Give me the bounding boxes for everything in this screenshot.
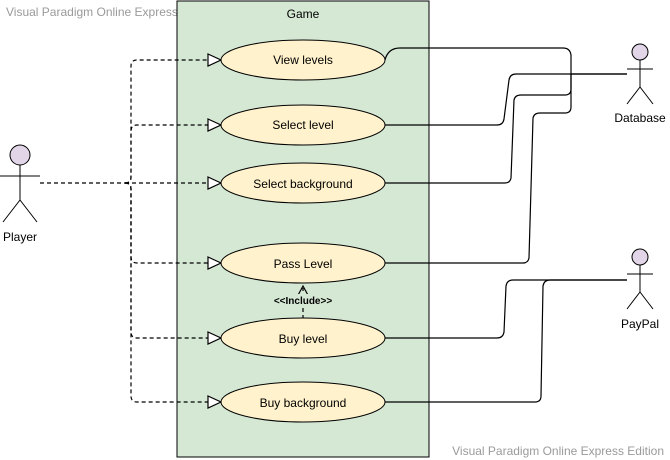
include-label: <<Include>> <box>274 296 333 307</box>
actor-player[interactable]: Player <box>0 144 40 244</box>
use-case-pass-level[interactable]: Pass Level <box>220 242 386 284</box>
actor-player-label: Player <box>3 230 37 244</box>
system-boundary <box>176 0 430 458</box>
database-connectors <box>384 47 627 264</box>
use-case-buy-background[interactable]: Buy background <box>220 381 386 423</box>
use-case-select-level[interactable]: Select level <box>220 104 386 146</box>
actor-paypal-left-leg <box>626 291 641 310</box>
arrowhead-select-background <box>207 176 223 190</box>
include-arrowhead <box>296 284 310 298</box>
arrowhead-buy-level <box>207 331 223 345</box>
arrowhead-buy-background <box>207 395 223 409</box>
use-case-label: Select background <box>253 177 352 191</box>
actor-player-head <box>9 144 31 166</box>
use-case-label: Buy background <box>260 396 347 410</box>
actor-paypal-label: PayPal <box>621 317 659 331</box>
actor-database[interactable]: Database <box>614 43 666 125</box>
system-title: Game <box>287 7 320 21</box>
use-case-label: View levels <box>273 53 333 67</box>
paypal-connectors <box>385 279 627 403</box>
arrowhead-pass-level <box>207 256 223 270</box>
actor-paypal-right-leg <box>639 291 654 310</box>
use-case-buy-level[interactable]: Buy level <box>220 317 386 359</box>
actor-database-head <box>631 43 649 61</box>
use-case-label: Select level <box>272 118 333 132</box>
actor-player-left-leg <box>2 199 21 223</box>
actor-database-left-leg <box>626 86 641 105</box>
watermark-top: Visual Paradigm Online Express Edition <box>6 5 218 19</box>
include-relation: <<Include>> <box>273 284 333 319</box>
assoc-view-levels-database <box>384 47 627 75</box>
use-case-label: Pass Level <box>274 257 333 271</box>
arrowhead-view-levels <box>207 53 223 67</box>
actor-paypal[interactable]: PayPal <box>621 248 659 331</box>
use-case-label: Buy level <box>279 332 328 346</box>
include-label-bg <box>273 294 333 306</box>
assoc-buy-level-paypal <box>385 279 627 339</box>
arrowhead-select-level <box>207 118 223 132</box>
assoc-buy-background-paypal <box>385 279 627 403</box>
use-case-select-background[interactable]: Select background <box>220 162 386 204</box>
assoc-pass-level-database <box>385 74 572 264</box>
connector-select-level <box>124 124 209 184</box>
connector-buy-background <box>124 182 209 403</box>
actor-paypal-head <box>631 248 649 266</box>
watermark-bottom: Visual Paradigm Online Express Edition <box>452 444 664 458</box>
actor-database-label: Database <box>614 111 666 125</box>
use-case-view-levels[interactable]: View levels <box>220 39 386 81</box>
actor-database-right-leg <box>639 86 654 105</box>
player-connectors <box>40 53 223 409</box>
assoc-select-level-database <box>385 73 627 126</box>
assoc-select-background-database <box>385 74 572 184</box>
actor-player-right-leg <box>19 199 38 223</box>
